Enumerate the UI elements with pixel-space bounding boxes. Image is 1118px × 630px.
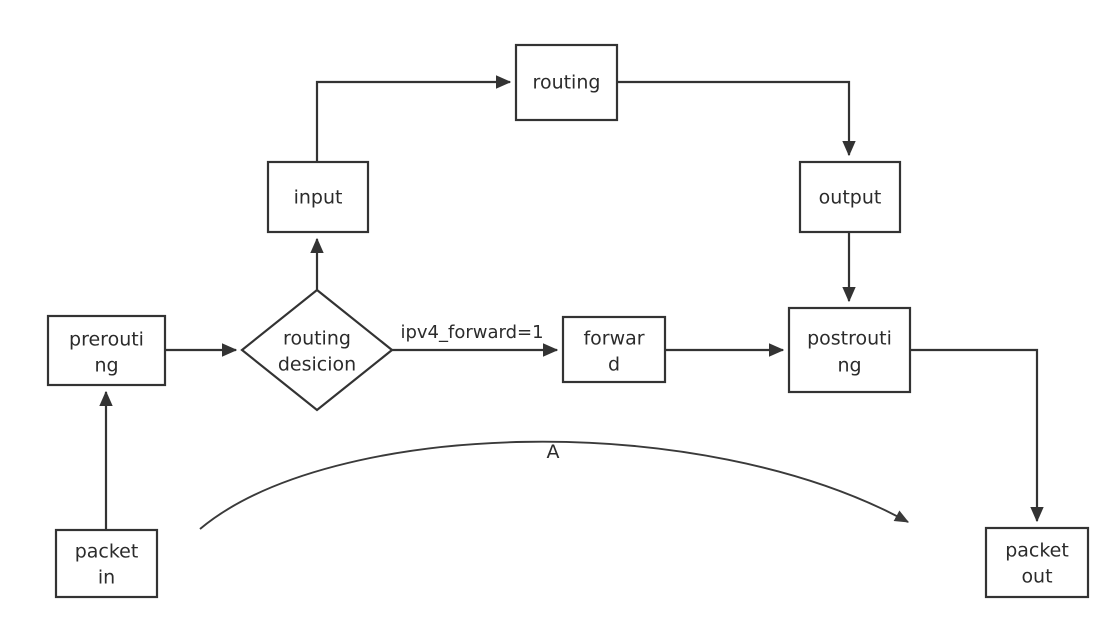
node-packet-in[interactable]: packet in [54, 528, 159, 599]
edge-label-ipv4-forward: ipv4_forward=1 [400, 322, 543, 343]
node-output-label: output [819, 187, 882, 209]
node-packet-out-label-line1: packet [1005, 540, 1069, 562]
node-prerouting-label-line1: prerouti [69, 329, 144, 351]
edge-curve-annotation-a [199, 440, 910, 530]
node-packet-in-label-line1: packet [75, 541, 139, 563]
node-packet-out-label-line2: out [1021, 566, 1052, 588]
curve-label-a: A [547, 441, 560, 463]
node-input-box [266, 160, 370, 234]
node-postrouting-label-line2: ng [837, 355, 861, 377]
node-routing-label: routing [533, 72, 601, 94]
node-postrouting-box [787, 306, 912, 394]
node-input[interactable]: input [266, 160, 370, 234]
node-routing-decision[interactable]: routing desicion [240, 288, 394, 412]
node-output-box [798, 160, 902, 234]
node-packet-out-box [984, 526, 1090, 599]
node-input-label: input [294, 187, 343, 209]
node-prerouting-label-line2: ng [94, 355, 118, 377]
node-routing-decision-diamond [240, 288, 394, 412]
node-routing-box [514, 43, 619, 122]
node-prerouting[interactable]: prerouti ng [46, 314, 167, 387]
node-routing-decision-label-line1: routing [283, 328, 351, 350]
node-forward-label-line1: forwar [583, 328, 644, 350]
node-routing-decision-label-line2: desicion [278, 354, 356, 376]
node-postrouting[interactable]: postrouti ng [787, 306, 912, 394]
node-postrouting-label-line1: postrouti [807, 328, 892, 350]
node-packet-in-box [54, 528, 159, 599]
node-forward-label-line2: d [608, 354, 620, 376]
node-routing[interactable]: routing [514, 43, 619, 122]
node-forward-box [561, 315, 667, 384]
node-packet-out[interactable]: packet out [984, 526, 1090, 599]
edge-input-to-routing [315, 75, 512, 162]
node-output[interactable]: output [798, 160, 902, 234]
node-prerouting-box [46, 314, 167, 387]
node-forward[interactable]: forwar d [561, 315, 667, 384]
edge-postrouting-to-packet-out [910, 348, 1044, 523]
edge-routing-to-output [617, 80, 856, 157]
node-packet-in-label-line2: in [98, 567, 115, 589]
